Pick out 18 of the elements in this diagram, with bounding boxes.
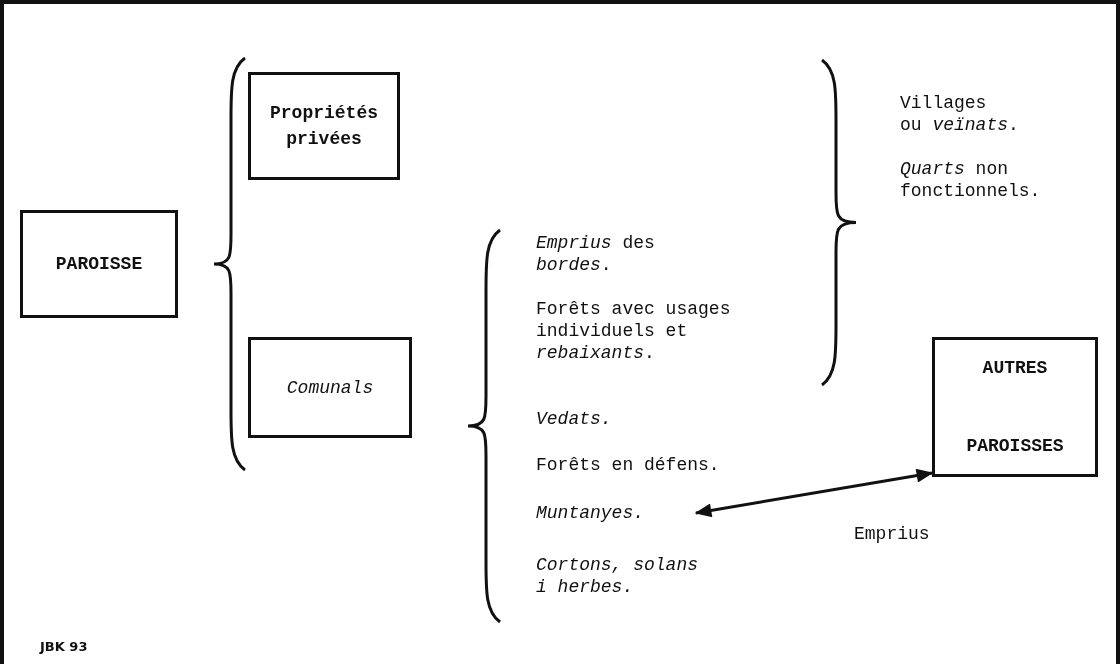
note-text: Vedats. xyxy=(536,408,613,430)
category-box xyxy=(20,210,178,318)
note-text: Quarts non fonctionnels. xyxy=(900,158,1042,202)
box-label: PAROISSE xyxy=(55,253,143,276)
category-box xyxy=(932,337,1098,477)
note-text: Cortons, solans i herbes. xyxy=(536,554,700,598)
category-box xyxy=(248,72,400,180)
box-label: Comunals xyxy=(286,376,374,400)
note-text: Villages ou veïnats. xyxy=(900,92,1020,136)
note-text: Forêts en défens. xyxy=(536,454,721,476)
box-label: Propriétés privées xyxy=(269,102,379,151)
note-text: Emprius des bordes. xyxy=(536,232,656,276)
edge-label: Emprius xyxy=(854,523,930,545)
author-signature: JBK 93 xyxy=(40,638,89,656)
category-text: Muntanyes. xyxy=(536,500,696,526)
note-text: Forêts avec usages individuels et rebaixants. xyxy=(536,298,732,364)
box-label: AUTRES PAROISSES xyxy=(965,357,1065,458)
category-box xyxy=(248,337,412,438)
